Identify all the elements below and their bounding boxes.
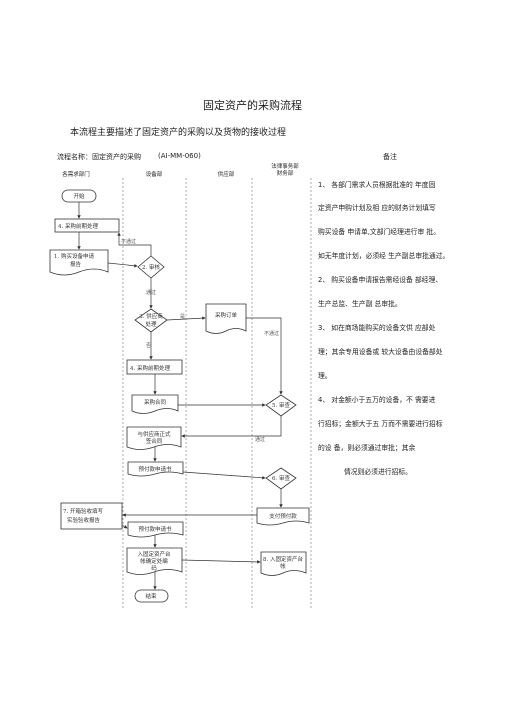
formal-contract-label-b: 签合同 [146,437,163,445]
asset-ledger-doc [260,551,307,576]
not-pass-label-1: 不通过 [121,238,136,245]
prepay-request-label: 预付款申请书 [138,465,172,473]
request-label-1: 1. 购买设备申请 [54,252,94,260]
page-subtitle: 本流程主要描述了固定资产的采购以及货物的接收过程 [70,128,287,138]
note-line: 2、 购买设备申请报告需经设备 部经理、 [318,276,443,284]
pre-purchase-box-equipment [126,359,183,375]
decision-supplier-3 [134,308,168,333]
asset-ledger-label-b: 帐 [280,562,286,570]
note-line: 定资产申购计划及相 应的财务计划填写 [318,204,436,212]
prepay-request-doc [127,461,184,477]
pre-purchase-label-1: 4. 采购前期处理 [58,222,98,230]
notes-header: 备注 [383,153,397,161]
review-6-label: 6. 审查 [272,474,290,482]
note-line: 4、 对金额小于五万的设备，不 需要进 [318,396,436,404]
pay-prepayment-label: 支付预付款 [269,512,297,520]
note-line: 生产总监、生产副 总审批。 [318,300,402,308]
note-line: 理。 [318,372,332,380]
request-label-2: 报告 [70,260,82,268]
page-title: 固定资产的采购流程 [203,99,302,112]
pay-prepayment-doc [256,507,310,526]
connectors [77,202,283,590]
lane-dividers [122,178,312,610]
note-line: 1、 各部门需求人员根据批准的 年度固 [318,181,436,189]
yes-label: 是 [180,314,185,320]
pre-purchase-box-demand [54,218,120,233]
acceptance-label-a: 7. 开箱验收填写 [63,507,103,515]
lane-header-supply: 供应部 [217,172,235,178]
end-label: 结束 [145,592,157,600]
prepay-request-doc-2 [127,521,184,538]
process-code: (AI-MM-060) [158,152,201,160]
not-pass-label-2: 不通过 [264,330,279,337]
process-name: 流程名称：固定资产的采购 [57,153,141,161]
note-line: 情况则必须进行招标。 [344,468,412,476]
review-5-label: 5. 审查 [272,401,290,409]
end-terminal [134,589,169,603]
formal-contract-doc [126,426,182,450]
lane-header-demand: 各需求部门 [62,172,90,178]
note-line: 行招标；金额大于五 万而不需要进行招标 [318,420,443,428]
note-line: 购买设备 申请单,文部门经理进行审 批。 [318,228,441,236]
supplier-3-label-b: 处理 [145,320,157,328]
review-2-label: 2. 审核 [142,263,160,271]
formal-contract-label-a: 与供应商正式 [137,430,171,438]
note-line: 理；其余专用设备或 较大设备由设备部处 [318,348,443,356]
contract-label: 采购合同 [144,398,167,406]
note-line: 3、 如在商场能购买的设备文供 应部处 [318,324,436,332]
purchase-request-doc [49,249,109,276]
supplier-3-label-a: 3. 供应商 [139,312,163,320]
asset-code-label-a: 入固定资产台 [137,550,171,558]
lane-header-legal-finance: 法律事务部 财务部 [271,164,299,177]
start-label: 开始 [73,192,85,200]
no-label: 否 [146,343,151,349]
acceptance-label-b: 实验验收报告 [67,516,101,524]
acceptance-box [60,502,123,530]
asset-code-label-b: 帐确定处编 [140,557,168,565]
asset-ledger-code-doc [126,547,183,575]
lane-header-equipment: 设备部 [145,172,163,178]
contract-doc [131,394,179,414]
note-line: 如无年度计划，必须经 生产副总审批通过。 [318,252,450,260]
purchase-order-doc [205,303,247,334]
purchase-order-label: 采购订单 [215,311,238,319]
asset-code-label-c: 码 [151,564,157,572]
prepay-request-label-2: 预付款申请书 [138,525,172,533]
pass-label-1: 通过 [146,289,156,296]
pre-purchase-label-2: 4. 采购前期处理 [130,364,170,372]
pass-label-2: 通过 [255,436,265,443]
note-line: 的设 备，则必须通过审批；其余 [318,444,416,452]
asset-ledger-label-a: 8. 入固定资产台 [263,555,303,563]
